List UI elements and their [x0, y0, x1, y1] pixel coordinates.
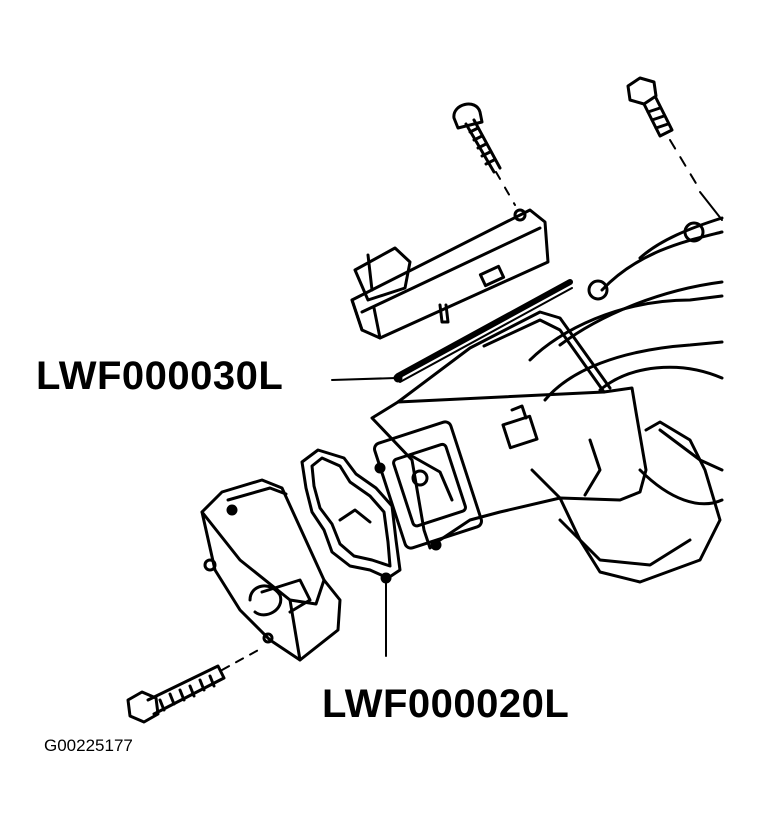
upper-bolt — [626, 76, 723, 221]
upper-actuator — [350, 208, 550, 340]
upper-screw — [452, 102, 516, 206]
label-upper-gasket: LWF000030L — [36, 354, 284, 398]
label-lower-gasket: LWF000020L — [322, 682, 570, 726]
leader-line-upper — [331, 377, 397, 381]
upper-gasket-part — [393, 279, 573, 383]
intake-manifold — [370, 216, 724, 584]
lower-actuator — [200, 478, 342, 662]
figure-id: G00225177 — [44, 736, 133, 755]
lower-bolt — [126, 647, 263, 724]
lower-gasket-part — [300, 448, 402, 584]
